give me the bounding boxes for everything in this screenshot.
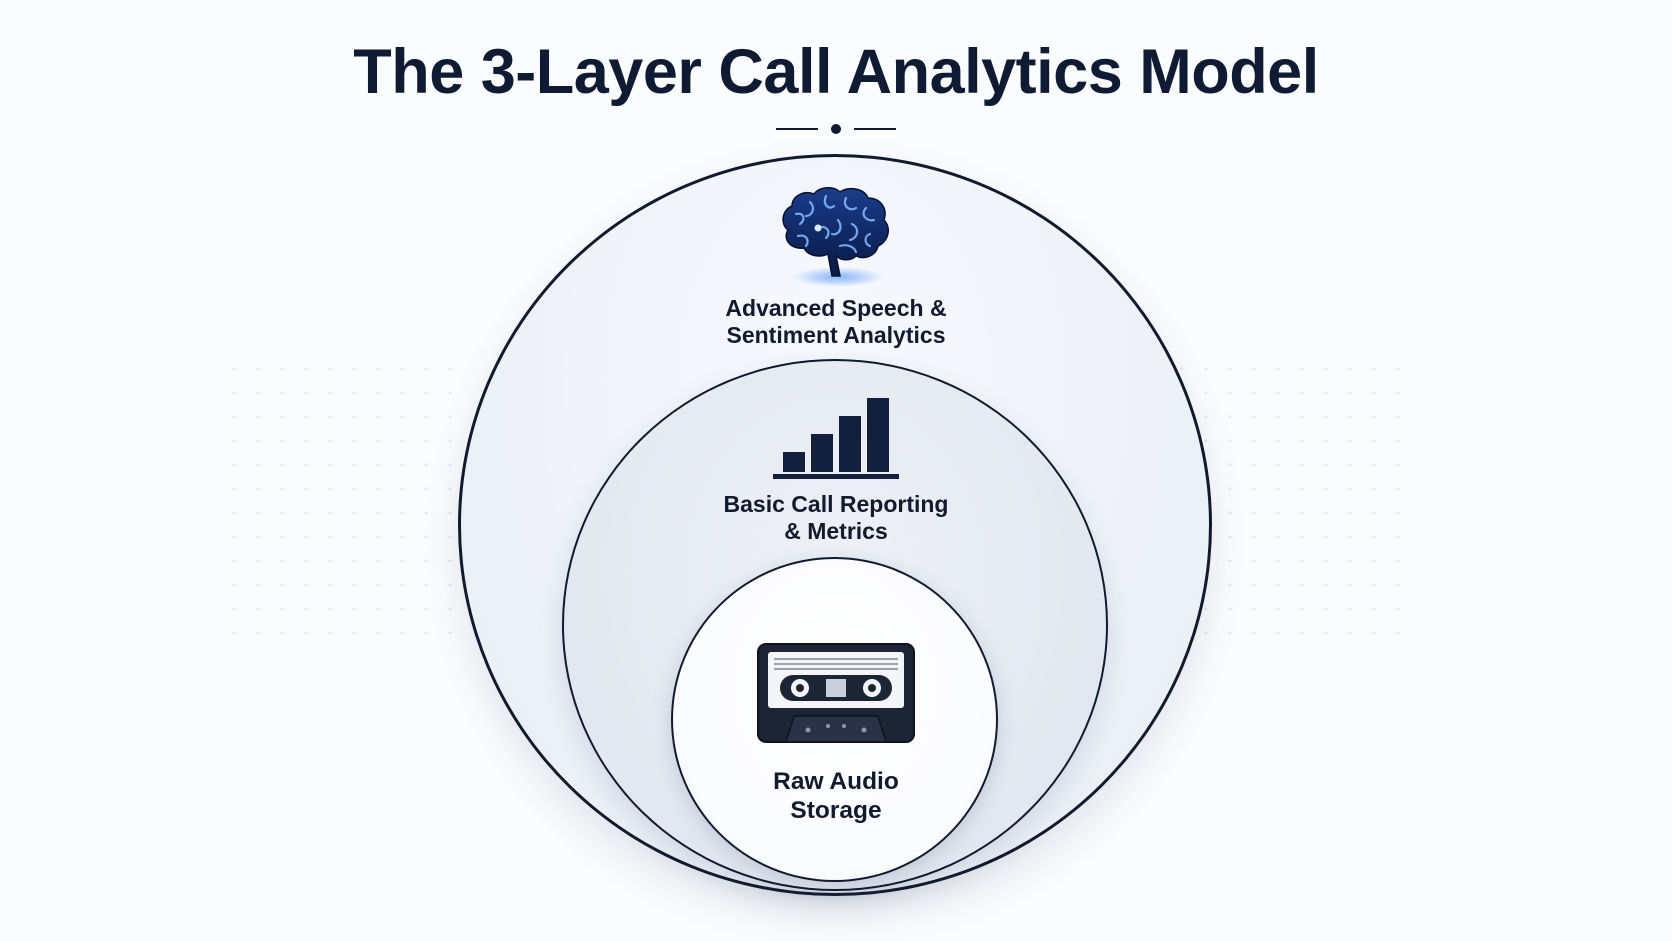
layer-label-line: Basic Call Reporting [723, 491, 949, 517]
cassette-tape-icon [757, 643, 915, 743]
layer-label-advanced: Advanced Speech & Sentiment Analytics [636, 295, 1036, 348]
layer-label-basic: Basic Call Reporting & Metrics [636, 491, 1036, 544]
layer-label-line: Storage [790, 797, 882, 825]
layer-label-line: Raw Audio [773, 768, 899, 795]
title-divider [776, 124, 896, 134]
layer-label-line: & Metrics [784, 517, 888, 544]
decorative-dot-grid-left [222, 357, 462, 647]
brain-icon [782, 187, 889, 286]
diagram-title: The 3-Layer Call Analytics Model [353, 37, 1319, 107]
layer-label-raw: Raw Audio Storage [686, 767, 986, 826]
layer-label-line: Sentiment Analytics [726, 321, 946, 348]
layer-label-line: Advanced Speech & [725, 295, 947, 321]
bar-chart-icon [773, 398, 899, 479]
